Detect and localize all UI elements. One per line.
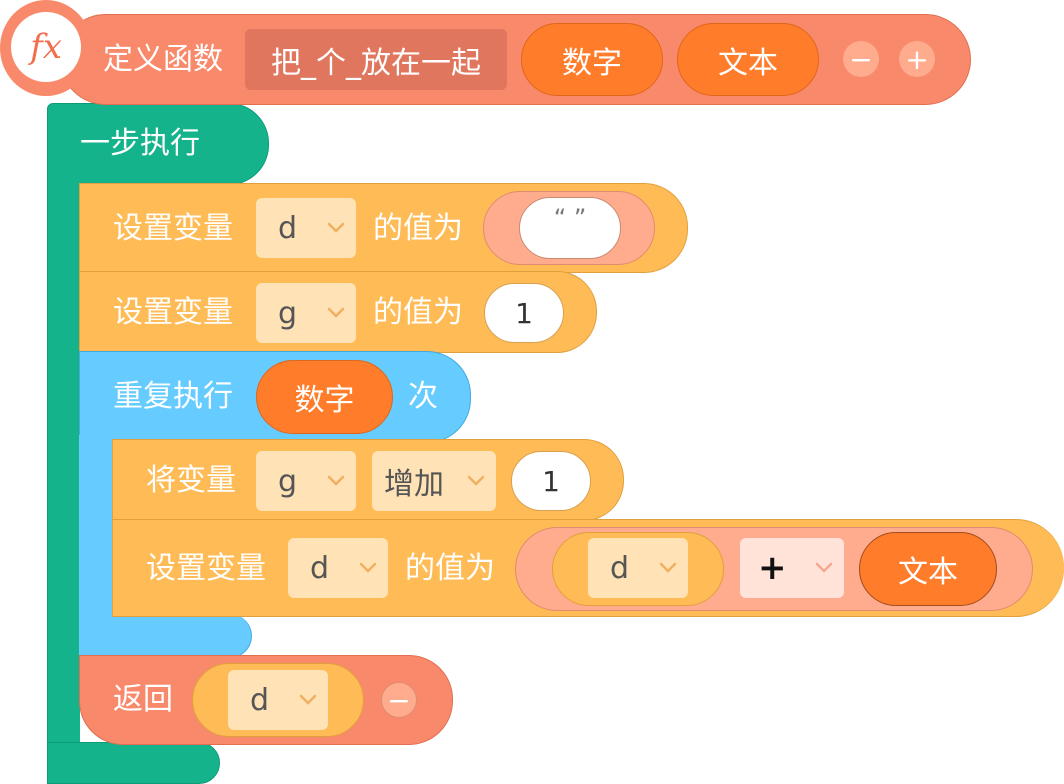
variable-dropdown-g[interactable]: g [256, 283, 356, 343]
operator-dropdown-value: + [758, 548, 787, 588]
function-definition-block[interactable] [60, 14, 971, 105]
set-variable-label: 设置变量 [146, 551, 266, 586]
chevron-down-icon [467, 475, 485, 486]
set-variable-label: 设置变量 [113, 295, 233, 330]
remove-return-button[interactable]: − [381, 682, 417, 718]
function-title: 定义函数 [103, 42, 223, 77]
param-number-reporter[interactable]: 数字 [256, 360, 393, 434]
function-name-field[interactable]: 把_个_放在一起 [245, 29, 507, 90]
param-text-reporter[interactable]: 文本 [859, 532, 997, 606]
do-step-label: 一步执行 [80, 126, 200, 161]
variable-dropdown-g[interactable]: g [256, 451, 356, 511]
variable-dropdown-value: d [610, 550, 630, 586]
return-label: 返回 [113, 682, 173, 717]
chevron-down-icon [299, 694, 317, 705]
value-label: 的值为 [373, 295, 463, 330]
number-input[interactable]: 1 [511, 451, 591, 511]
function-icon-label: fx [30, 27, 62, 67]
function-name-value: 把_个_放在一起 [271, 45, 481, 81]
variable-dropdown-d[interactable]: d [256, 198, 356, 258]
number-input-value: 1 [515, 296, 533, 330]
variable-dropdown-value: g [278, 463, 298, 499]
variable-dropdown-value: d [250, 682, 270, 718]
remove-param-button[interactable]: − [843, 41, 879, 77]
param-number-reporter-label: 数字 [294, 383, 355, 418]
param-chip-number-label: 数字 [562, 45, 622, 81]
variable-dropdown-d[interactable]: d [288, 538, 388, 598]
param-chip-text[interactable]: 文本 [677, 23, 819, 96]
variable-dropdown-d[interactable]: d [228, 670, 328, 730]
chevron-down-icon [359, 562, 377, 573]
operation-dropdown[interactable]: 增加 [372, 451, 496, 511]
set-variable-label: 设置变量 [113, 211, 233, 246]
minus-icon: − [849, 42, 873, 76]
text-input-value: “ ” [553, 204, 587, 232]
chevron-down-icon [815, 562, 833, 573]
value-label: 的值为 [405, 551, 495, 586]
operator-dropdown[interactable]: + [740, 538, 844, 598]
function-icon: fx [11, 12, 81, 82]
text-input[interactable]: “ ” [519, 197, 621, 259]
chevron-down-icon [327, 475, 345, 486]
chevron-down-icon [327, 222, 345, 233]
operation-dropdown-value: 增加 [384, 467, 444, 502]
variable-dropdown-d[interactable]: d [588, 538, 688, 598]
value-label: 的值为 [373, 211, 463, 246]
variable-dropdown-value: d [278, 210, 298, 246]
repeat-foot [79, 614, 252, 658]
repeat-label: 重复执行 [113, 379, 233, 414]
variable-dropdown-value: g [278, 295, 298, 331]
plus-icon: + [905, 42, 929, 76]
chevron-down-icon [327, 307, 345, 318]
variable-dropdown-value: d [310, 550, 330, 586]
chevron-down-icon [659, 562, 677, 573]
add-param-button[interactable]: + [899, 41, 935, 77]
param-chip-text-label: 文本 [718, 45, 778, 81]
param-chip-number[interactable]: 数字 [521, 23, 663, 96]
repeat-times-label: 次 [408, 379, 438, 414]
repeat-arm [79, 435, 113, 625]
do-step-foot [47, 742, 220, 784]
number-input[interactable]: 1 [484, 283, 564, 343]
do-step-arm [47, 180, 80, 750]
change-variable-label: 将变量 [146, 463, 236, 498]
param-text-reporter-label: 文本 [898, 555, 958, 590]
minus-icon: − [387, 683, 411, 717]
number-input-value: 1 [542, 464, 560, 498]
